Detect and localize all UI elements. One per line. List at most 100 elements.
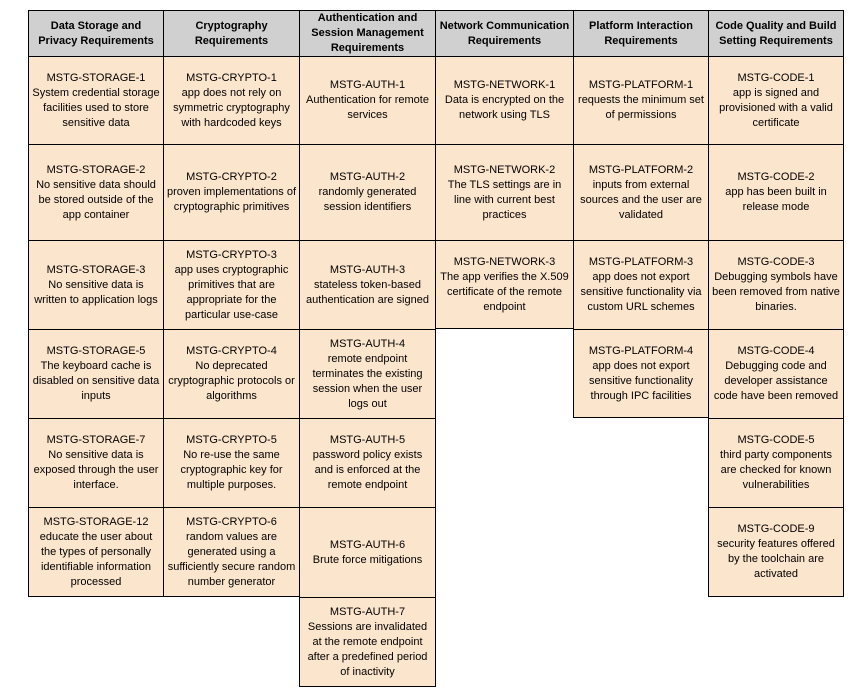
requirement-text: Debugging symbols have been removed from… <box>712 271 840 313</box>
requirement-cell-mstg-auth-4: MSTG-AUTH-4 remote endpoint terminates th… <box>300 329 435 418</box>
requirement-id: MSTG-NETWORK-1 <box>453 79 556 91</box>
requirement-id: MSTG-CRYPTO-2 <box>186 171 277 183</box>
requirement-id: MSTG-CODE-1 <box>737 71 815 84</box>
requirement-cell-mstg-storage-2: MSTG-STORAGE-2 No sensitive data should b… <box>29 144 163 240</box>
requirement-text: Brute force mitigations <box>312 553 423 566</box>
requirement-cell-mstg-crypto-3: MSTG-CRYPTO-3 app uses cryptographic prim… <box>164 240 299 329</box>
requirement-text: inputs from external sources and the use… <box>580 178 702 221</box>
requirement-id: MSTG-CODE-3 <box>737 256 815 268</box>
column-header: Data Storage and Privacy Requirements <box>29 11 163 56</box>
requirement-text: third party components are checked for k… <box>720 449 832 491</box>
requirement-text: app does not export sensitive functional… <box>580 271 702 313</box>
requirement-text: System credential storage facilities use… <box>32 86 160 129</box>
requirement-cell-mstg-platform-3: MSTG-PLATFORM-3 app does not export sensi… <box>574 240 708 329</box>
requirement-text: stateless token-based authentication are… <box>306 278 429 306</box>
requirement-cell-mstg-platform-2: MSTG-PLATFORM-2 inputs from external sour… <box>574 144 708 240</box>
requirement-text: Debugging code and developer assistance … <box>713 360 839 402</box>
requirement-cell-mstg-crypto-6: MSTG-CRYPTO-6 random values are generated… <box>164 507 299 596</box>
requirement-text: No re-use the same cryptographic key for… <box>180 449 283 491</box>
requirement-id: MSTG-STORAGE-2 <box>46 163 146 176</box>
column-header: Cryptography Requirements <box>164 11 299 56</box>
requirement-cell-mstg-crypto-4: MSTG-CRYPTO-4 No deprecated cryptographic… <box>164 329 299 418</box>
requirement-id: MSTG-CODE-9 <box>737 523 815 535</box>
requirement-id: MSTG-AUTH-6 <box>329 538 406 551</box>
requirement-text: Sessions are invalidated at the remote e… <box>307 620 428 678</box>
requirement-id: MSTG-PLATFORM-1 <box>588 79 694 91</box>
requirement-id: MSTG-STORAGE-7 <box>46 434 146 446</box>
requirement-id: MSTG-NETWORK-2 <box>453 163 556 176</box>
column-header: Platform Interaction Requirements <box>574 11 708 56</box>
requirement-cell-mstg-storage-7: MSTG-STORAGE-7 No sensitive data is expos… <box>29 418 163 507</box>
requirement-text: app has been built in release mode <box>725 186 827 213</box>
requirement-id: MSTG-CRYPTO-1 <box>186 71 277 84</box>
column-header: Code Quality and Build Setting Requireme… <box>709 11 843 56</box>
requirement-text: app does not export sensitive functional… <box>589 359 693 402</box>
requirement-cell-mstg-code-1: MSTG-CODE-1 app is signed and provisioned… <box>709 56 843 144</box>
requirement-id: MSTG-AUTH-4 <box>329 337 406 350</box>
requirement-id: MSTG-CODE-4 <box>737 345 815 357</box>
requirement-id: MSTG-NETWORK-3 <box>453 255 556 268</box>
requirement-cell-mstg-platform-1: MSTG-PLATFORM-1 requests the minimum set … <box>574 56 708 144</box>
requirement-id: MSTG-AUTH-5 <box>329 434 406 446</box>
requirement-cell-mstg-crypto-2: MSTG-CRYPTO-2 proven implementations of c… <box>164 144 299 240</box>
requirement-id: MSTG-CRYPTO-5 <box>186 434 277 446</box>
requirement-text: random values are generated using a suff… <box>167 530 296 588</box>
requirement-text: security features offered by the toolcha… <box>717 538 835 580</box>
requirement-text: No sensitive data is written to applicat… <box>34 278 158 306</box>
requirement-text: The app verifies the X.509 certificate o… <box>440 270 569 313</box>
requirement-text: proven implementations of cryptographic … <box>167 186 297 213</box>
requirement-id: MSTG-CRYPTO-3 <box>186 248 277 261</box>
requirement-text: app is signed and provisioned with a val… <box>719 86 833 129</box>
requirement-id: MSTG-STORAGE-3 <box>46 263 146 276</box>
requirement-text: requests the minimum set of permissions <box>578 94 704 121</box>
requirement-text: The keyboard cache is disabled on sensit… <box>32 360 160 402</box>
requirement-cell-mstg-platform-4: MSTG-PLATFORM-4 app does not export sensi… <box>574 329 708 417</box>
requirement-cell-mstg-code-9: MSTG-CODE-9 security features offered by … <box>709 507 843 596</box>
requirement-text: No sensitive data should be stored outsi… <box>36 178 156 221</box>
requirement-id: MSTG-AUTH-3 <box>329 263 406 276</box>
requirement-id: MSTG-CODE-5 <box>737 434 815 446</box>
requirement-text: No deprecated cryptographic protocols or… <box>168 360 295 402</box>
requirement-id: MSTG-STORAGE-1 <box>46 71 146 84</box>
requirement-cell-mstg-code-2: MSTG-CODE-2 app has been built in release… <box>709 144 843 240</box>
requirement-id: MSTG-CODE-2 <box>737 171 815 183</box>
requirement-cell-mstg-storage-3: MSTG-STORAGE-3 No sensitive data is writt… <box>29 240 163 329</box>
requirement-id: MSTG-PLATFORM-4 <box>588 344 694 357</box>
requirement-id: MSTG-PLATFORM-3 <box>588 256 694 268</box>
requirement-id: MSTG-AUTH-7 <box>329 605 406 618</box>
requirement-text: educate the user about the types of pers… <box>39 530 153 588</box>
requirement-cell-mstg-crypto-5: MSTG-CRYPTO-5 No re-use the same cryptogr… <box>164 418 299 507</box>
column-authentication-and-session-management-requirements: Authentication and Session Management Re… <box>299 10 436 687</box>
column-code-quality-and-build-setting-requirements: Code Quality and Build Setting Requireme… <box>708 10 844 597</box>
column-header: Authentication and Session Management Re… <box>300 11 435 56</box>
requirement-id: MSTG-CRYPTO-4 <box>186 345 277 357</box>
requirement-text: No sensitive data is exposed through the… <box>33 449 159 491</box>
requirement-id: MSTG-PLATFORM-2 <box>588 163 694 176</box>
requirement-text: The TLS settings are in line with curren… <box>447 178 562 221</box>
requirement-text: remote endpoint terminates the existing … <box>312 352 423 410</box>
requirement-id: MSTG-CRYPTO-6 <box>186 515 277 528</box>
requirement-text: app uses cryptographic primitives that a… <box>174 263 289 321</box>
requirement-id: MSTG-STORAGE-5 <box>46 345 146 357</box>
requirement-cell-mstg-code-5: MSTG-CODE-5 third party components are ch… <box>709 418 843 507</box>
requirement-text: randomly generated session identifiers <box>318 186 417 213</box>
column-header: Network Communication Requirements <box>436 11 573 56</box>
requirement-id: MSTG-AUTH-2 <box>329 171 406 183</box>
requirement-cell-mstg-auth-2: MSTG-AUTH-2 randomly generated session id… <box>300 144 435 240</box>
